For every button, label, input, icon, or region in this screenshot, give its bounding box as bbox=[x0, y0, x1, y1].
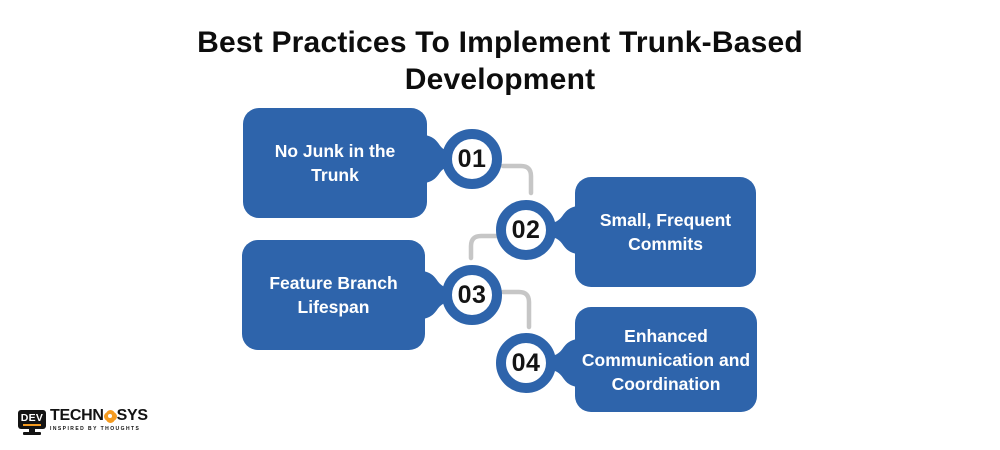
card-label-line: Coordination bbox=[611, 373, 721, 394]
page-title-line1: Best Practices To Implement Trunk-Based bbox=[197, 26, 803, 59]
card-label-line: Lifespan bbox=[297, 297, 370, 317]
card2-circle-tab bbox=[555, 206, 577, 254]
connector-03-to-04 bbox=[500, 289, 532, 330]
page-title-line2: Development bbox=[404, 63, 596, 96]
connector-02-to-03 bbox=[468, 233, 500, 261]
card-label-line: Communication and bbox=[581, 349, 751, 370]
step-number: 03 bbox=[457, 280, 487, 309]
step-number-badge-02: 02 bbox=[496, 200, 556, 260]
practice-card-small-commits: Small, Frequent Commits bbox=[575, 177, 756, 287]
monitor-stand-base bbox=[23, 432, 41, 435]
card-label-line: Feature Branch bbox=[269, 273, 398, 293]
card-label-line: Small, Frequent bbox=[599, 210, 732, 230]
step-number-badge-03: 03 bbox=[442, 265, 502, 325]
logo-brand-first: TECHN bbox=[50, 407, 104, 424]
logo-brand-last: SYS bbox=[116, 407, 148, 424]
connector-01-to-02 bbox=[500, 163, 534, 196]
practice-card-communication: Enhanced Communication and Coordination bbox=[575, 307, 757, 412]
logo-wordmark-block: TECHN SYS INSPIRED BY THOUGHTS bbox=[50, 408, 148, 433]
logo-tagline: INSPIRED BY THOUGHTS bbox=[50, 426, 141, 432]
logo-wordmark: TECHN SYS bbox=[50, 408, 148, 424]
monitor-stand-neck bbox=[29, 429, 35, 432]
gear-icon bbox=[104, 410, 116, 422]
card3-circle-tab bbox=[423, 271, 445, 319]
card-label-line: Trunk bbox=[311, 165, 359, 185]
practice-card-no-junk: No Junk in the Trunk bbox=[243, 108, 427, 218]
card-label-line: Enhanced bbox=[624, 325, 708, 346]
card1-circle-tab bbox=[425, 135, 447, 183]
devtechnosys-logo: DEV TECHN SYS INSPIRED BY THOUGHTS bbox=[18, 408, 158, 444]
practice-card-branch-lifespan: Feature Branch Lifespan bbox=[242, 240, 425, 350]
step-number-badge-04: 04 bbox=[496, 333, 556, 393]
page-title: Best Practices To Implement Trunk-Based … bbox=[0, 24, 1000, 98]
step-number: 01 bbox=[457, 144, 487, 173]
logo-dev-text: DEV bbox=[20, 411, 44, 424]
card-label-line: No Junk in the bbox=[274, 141, 396, 161]
step-number: 04 bbox=[511, 348, 541, 377]
monitor-icon: DEV bbox=[18, 408, 48, 438]
step-number-badge-01: 01 bbox=[442, 129, 502, 189]
monitor-screen: DEV bbox=[18, 410, 46, 429]
logo-orange-underline bbox=[23, 424, 41, 427]
card-label-line: Commits bbox=[628, 234, 703, 254]
card4-circle-tab bbox=[555, 339, 577, 387]
step-number: 02 bbox=[511, 215, 541, 244]
